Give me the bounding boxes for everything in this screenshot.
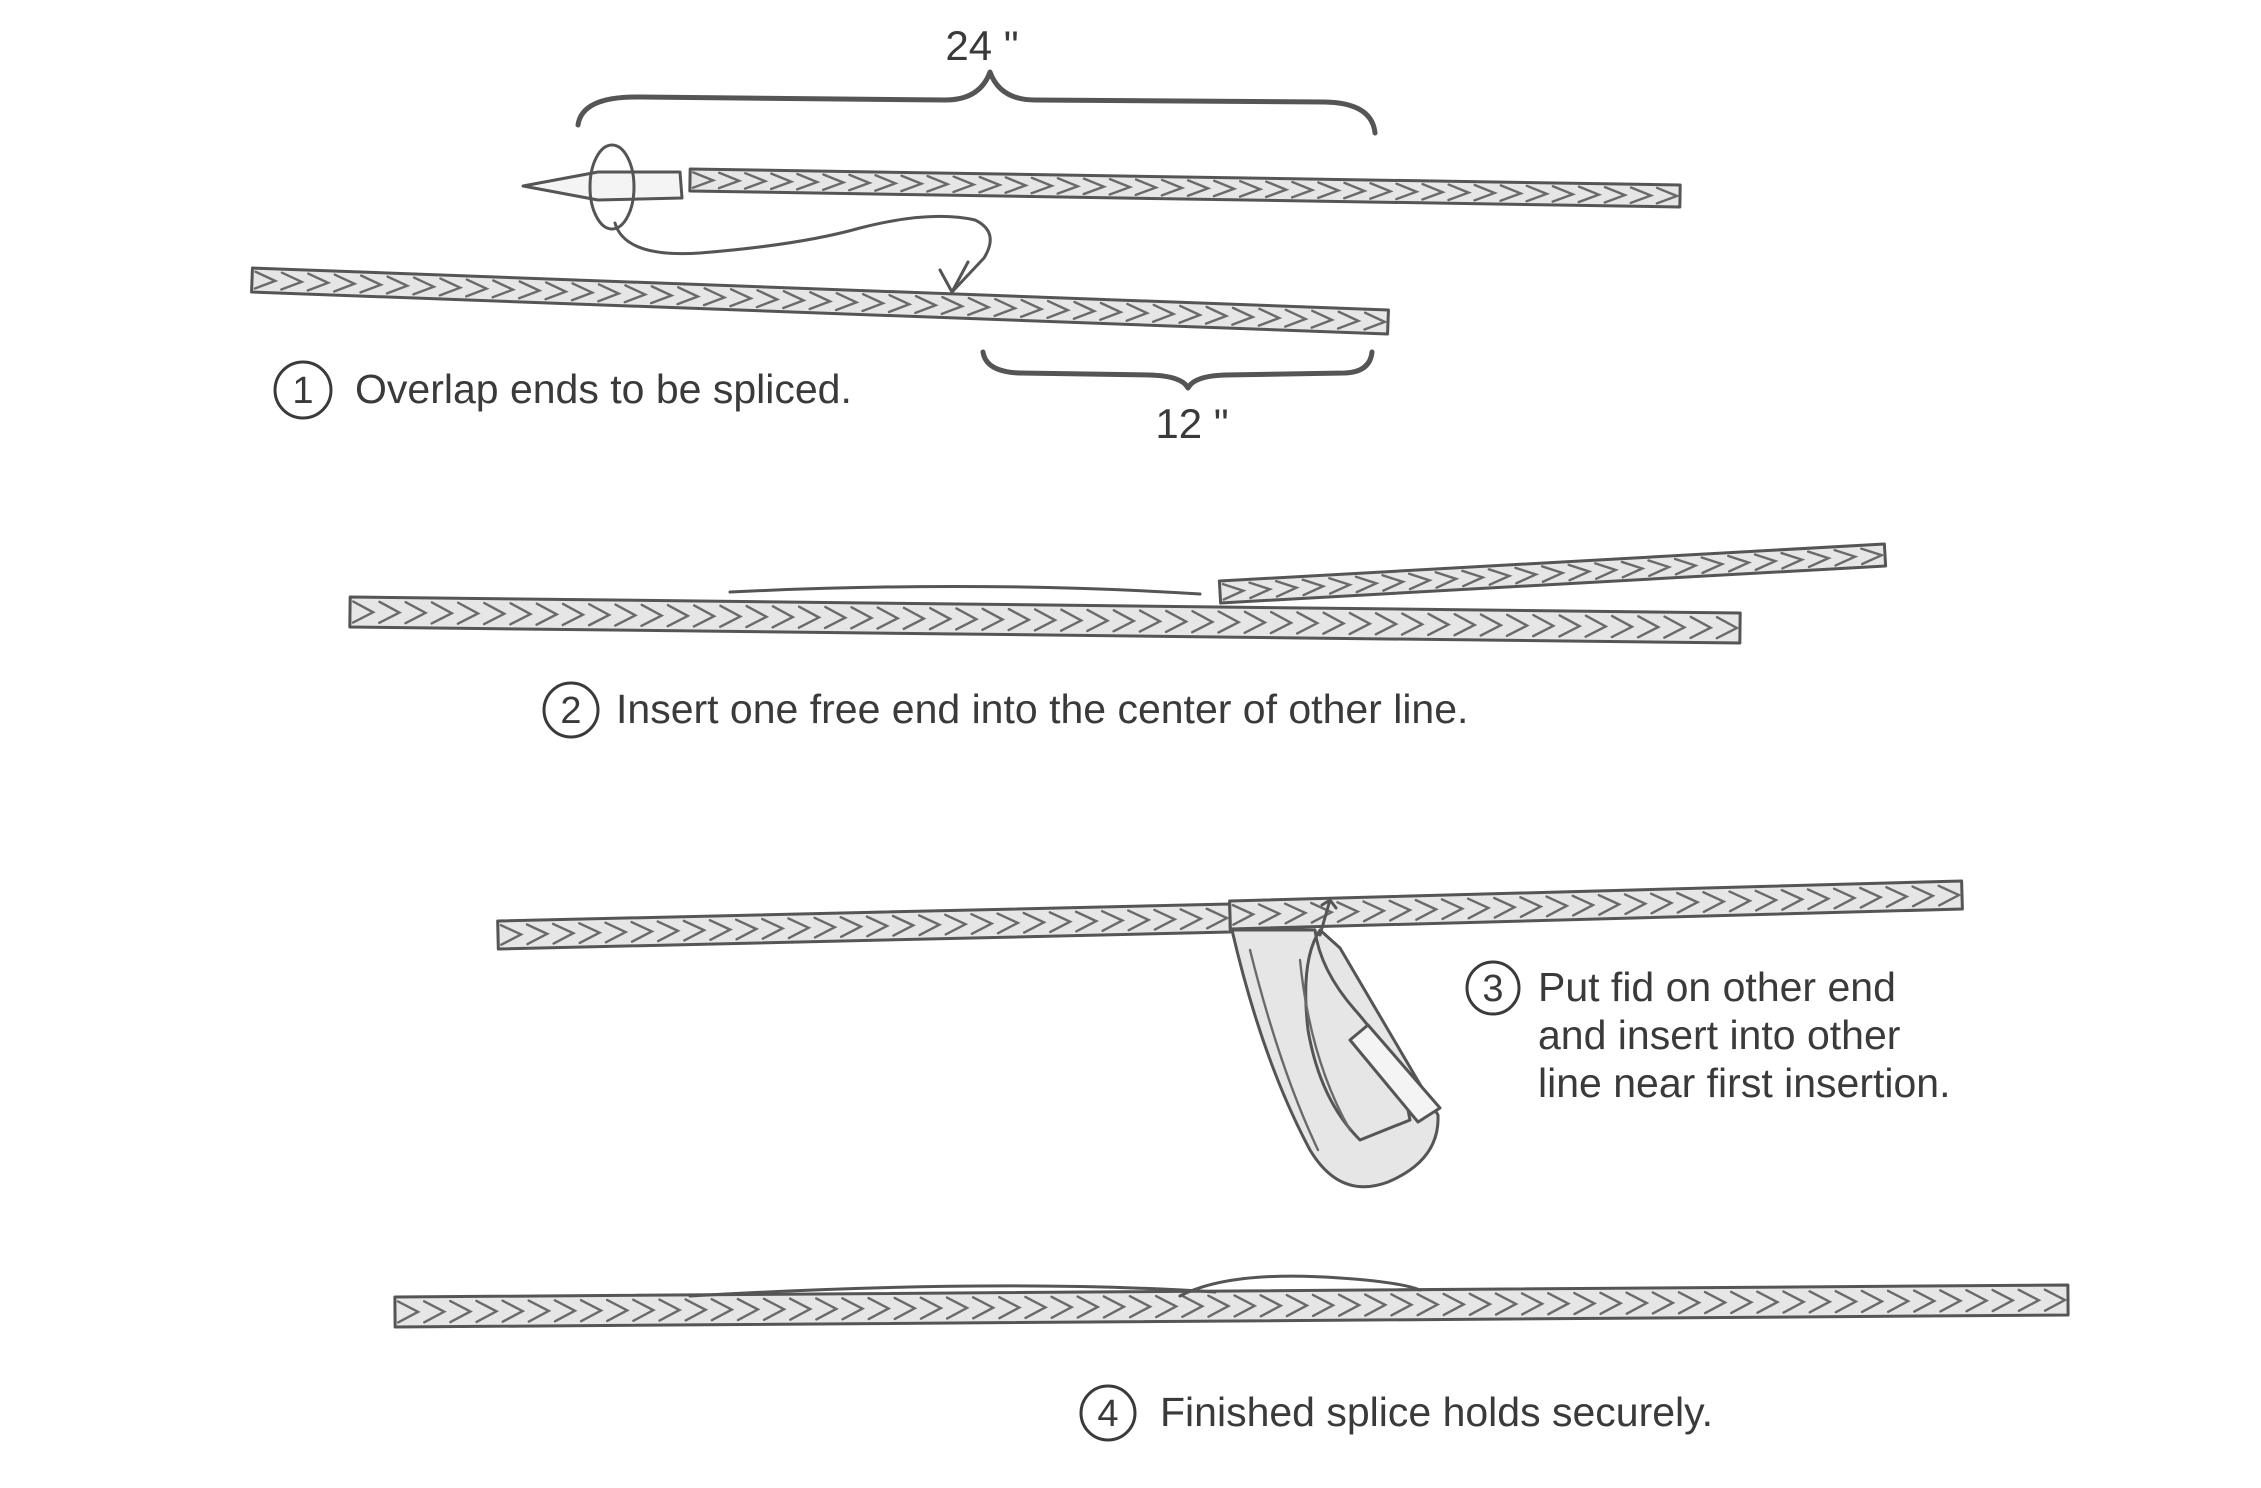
step-1-illustration: 24 " 12 " 1 Overlap ends to be spliced. [250,22,1682,447]
main-rope [348,595,1742,645]
dimension-label-12: 12 " [1155,400,1228,447]
rope-braid-pattern [1231,884,1962,926]
rope-segment [1217,542,1888,605]
rope-segment [348,595,1742,645]
rope-braid-pattern [691,171,1681,205]
rope-braid-pattern [396,1288,2068,1324]
step-3-text-line-3: line near first insertion. [1538,1060,1950,1106]
upper-rope [521,143,1682,294]
step-1-number-circle [273,360,333,420]
dimension-brace-24 [575,69,1378,136]
step-1-text: Overlap ends to be spliced. [355,366,852,412]
step-3-number-circle [1465,960,1521,1016]
step-3-text-line-1: Put fid on other end [1538,964,1896,1010]
dimension-label-24: 24 " [945,22,1018,69]
step-4-number-circle [1079,1384,1137,1442]
step-3-caption: 3 Put fid on other end and insert into o… [1465,960,1950,1106]
rope-braid-pattern [499,907,1230,946]
step-1-caption: 1 Overlap ends to be spliced. [273,360,852,420]
step-2-text: Insert one free end into the center of o… [616,686,1468,732]
step-2-illustration: 2 Insert one free end into the center of… [348,542,1888,739]
rope-braid-pattern [351,600,1740,640]
fid-grip-loop [588,143,636,231]
rope-braid-pattern [1221,547,1886,601]
step-3-illustration: 3 Put fid on other end and insert into o… [496,879,1964,1189]
rope-braid-pattern [253,270,1388,331]
main-rope [496,879,1964,951]
rope-segment [1228,879,1964,931]
fid-line [613,214,992,294]
rope-segment [393,1283,2070,1329]
step-2-number-circle [542,681,600,739]
step-4-illustration: 4 Finished splice holds securely. [393,1274,2070,1442]
finished-splice-rope [393,1283,2070,1329]
step-4-number: 4 [1097,1393,1118,1435]
step-3-text-line-2: and insert into other [1538,1012,1900,1058]
step-3-number: 3 [1482,968,1503,1010]
step-4-caption: 4 Finished splice holds securely. [1079,1384,1713,1442]
step-2-number: 2 [560,690,581,732]
step-2-caption: 2 Insert one free end into the center of… [542,681,1468,739]
rope-loop [1230,898,1442,1189]
dimension-brace-12 [980,349,1375,391]
lower-rope [250,266,1390,336]
fid [1348,1023,1442,1124]
step-4-text: Finished splice holds securely. [1160,1389,1713,1435]
rope-segment [250,266,1390,336]
step-1-number: 1 [292,370,313,412]
inserted-free-end [1217,542,1888,605]
fid [521,170,684,202]
